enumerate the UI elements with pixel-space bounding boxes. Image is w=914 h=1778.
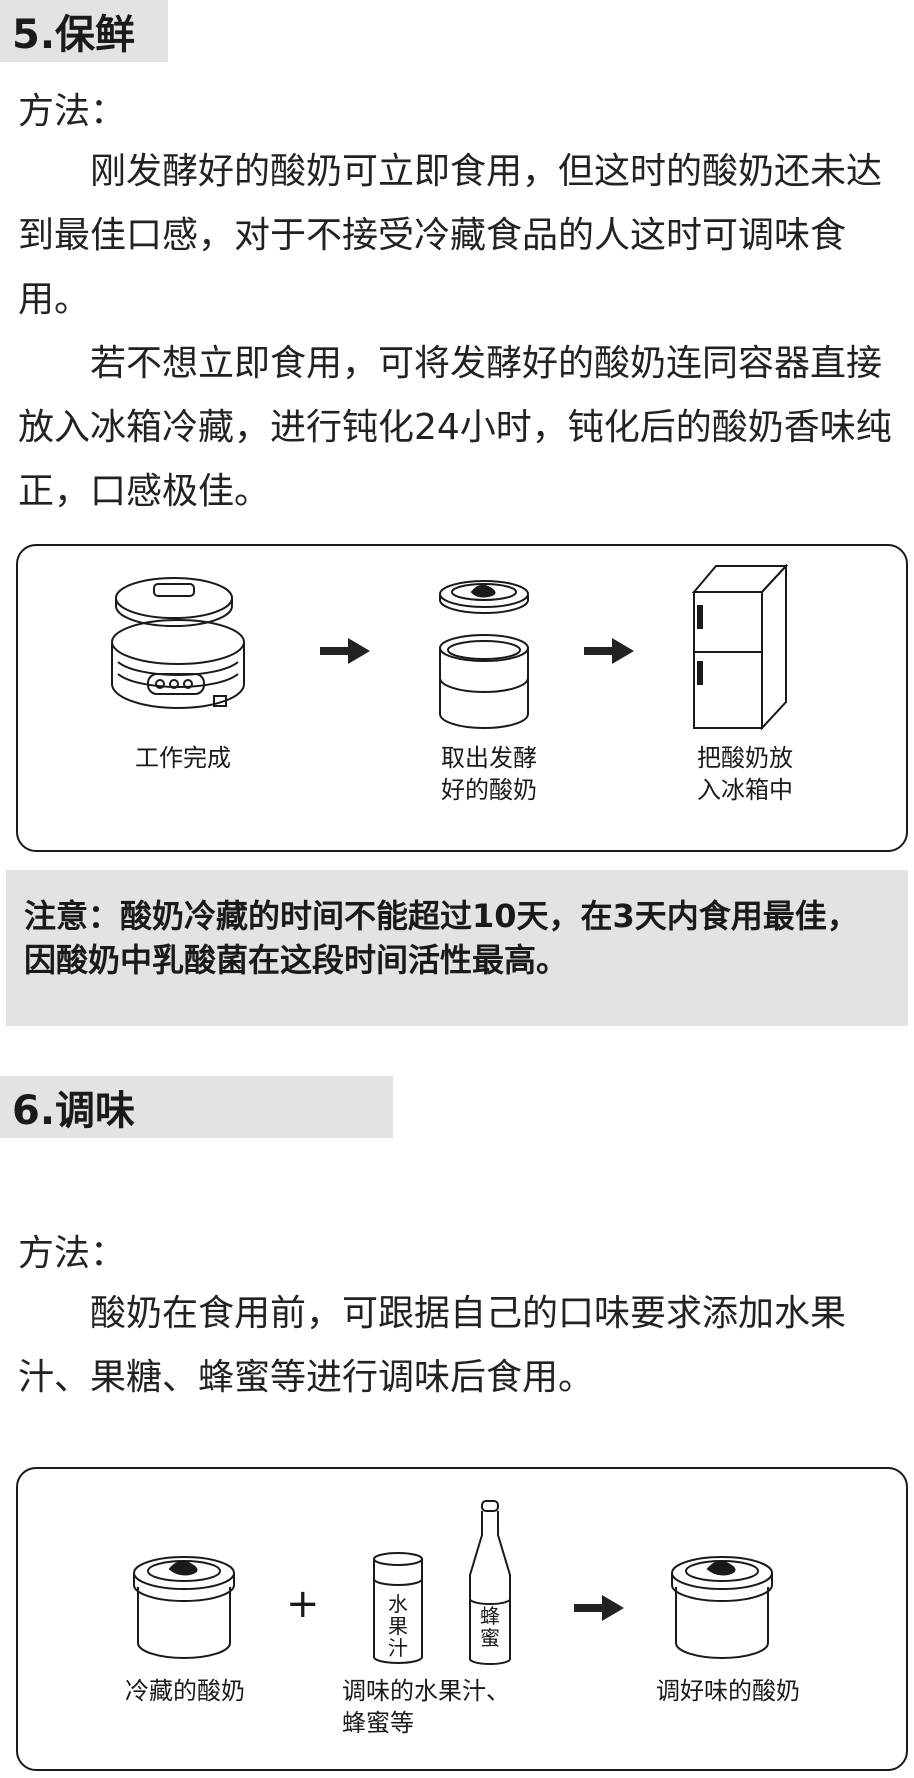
preserve-steps-panel: 工作完成 取出发酵 好的酸奶: [16, 544, 908, 852]
arrow-right-icon: [320, 638, 370, 664]
step-caption-take-out-yogurt: 取出发酵 好的酸奶: [404, 742, 574, 806]
arrow-right-icon: [574, 1595, 624, 1621]
chilled-yogurt-jar-icon: [133, 1556, 235, 1659]
paragraph-5-1: 刚发酵好的酸奶可立即食用，但这时的酸奶还未达到最佳口感，对于不接受冷藏食品的人这…: [18, 151, 883, 320]
section-6-heading: 6.调味: [0, 1076, 393, 1138]
label-char: 水: [388, 1592, 408, 1616]
juice-label: 水 果 汁: [380, 1593, 416, 1659]
label-char: 果: [388, 1614, 408, 1638]
caption-line: 工作完成: [135, 744, 231, 772]
step-caption-into-fridge: 把酸奶放 入冰箱中: [660, 742, 830, 806]
refrigerator-icon: [691, 563, 789, 731]
label-char: 蜂: [480, 1604, 500, 1628]
step-caption-work-done: 工作完成: [98, 742, 268, 774]
section-5-heading: 5.保鲜: [0, 0, 168, 62]
caption-line: 蜂蜜等: [342, 1709, 414, 1737]
flavoring-steps-panel: 冷藏的酸奶 + 水 果 汁 蜂 蜜 调味的水果汁、 蜂蜜等: [16, 1467, 908, 1771]
arrow-right-icon: [584, 638, 634, 664]
method-label-6: 方法：: [18, 1233, 127, 1274]
juice-glass-icon: [373, 1552, 423, 1664]
caption-line: 调好味的酸奶: [656, 1677, 800, 1705]
caption-line: 入冰箱中: [697, 776, 793, 804]
caption-line: 好的酸奶: [441, 776, 537, 804]
honey-bottle-icon: [469, 1500, 511, 1665]
honey-label: 蜂 蜜: [472, 1605, 508, 1649]
paragraph-6-1: 酸奶在食用前，可跟据自己的口味要求添加水果汁、果糖、蜂蜜等进行调味后食用。: [18, 1293, 847, 1398]
method-label-5: 方法：: [18, 91, 127, 132]
label-char: 汁: [388, 1636, 408, 1660]
step-caption-chilled-yogurt: 冷藏的酸奶: [100, 1675, 270, 1707]
step-caption-flavored-yogurt: 调好味的酸奶: [638, 1675, 818, 1707]
caption-line: 取出发酵: [441, 744, 537, 772]
caption-line: 冷藏的酸奶: [125, 1677, 245, 1705]
yogurt-maker-icon: [111, 577, 245, 709]
storage-note: 注意：酸奶冷藏的时间不能超过10天，在3天内食用最佳，因酸奶中乳酸菌在这段时间活…: [6, 870, 908, 1026]
paragraph-5-2: 若不想立即食用，可将发酵好的酸奶连同容器直接放入冰箱冷藏，进行钝化24小时，钝化…: [18, 343, 892, 512]
yogurt-jar-icon: [439, 580, 529, 729]
caption-line: 把酸奶放: [697, 744, 793, 772]
flavored-yogurt-jar-icon: [671, 1556, 773, 1659]
plus-sign: +: [286, 1581, 320, 1627]
caption-line: 调味的水果汁、: [342, 1677, 510, 1705]
step-caption-flavorings: 调味的水果汁、 蜂蜜等: [342, 1675, 542, 1739]
label-char: 蜜: [480, 1626, 500, 1650]
